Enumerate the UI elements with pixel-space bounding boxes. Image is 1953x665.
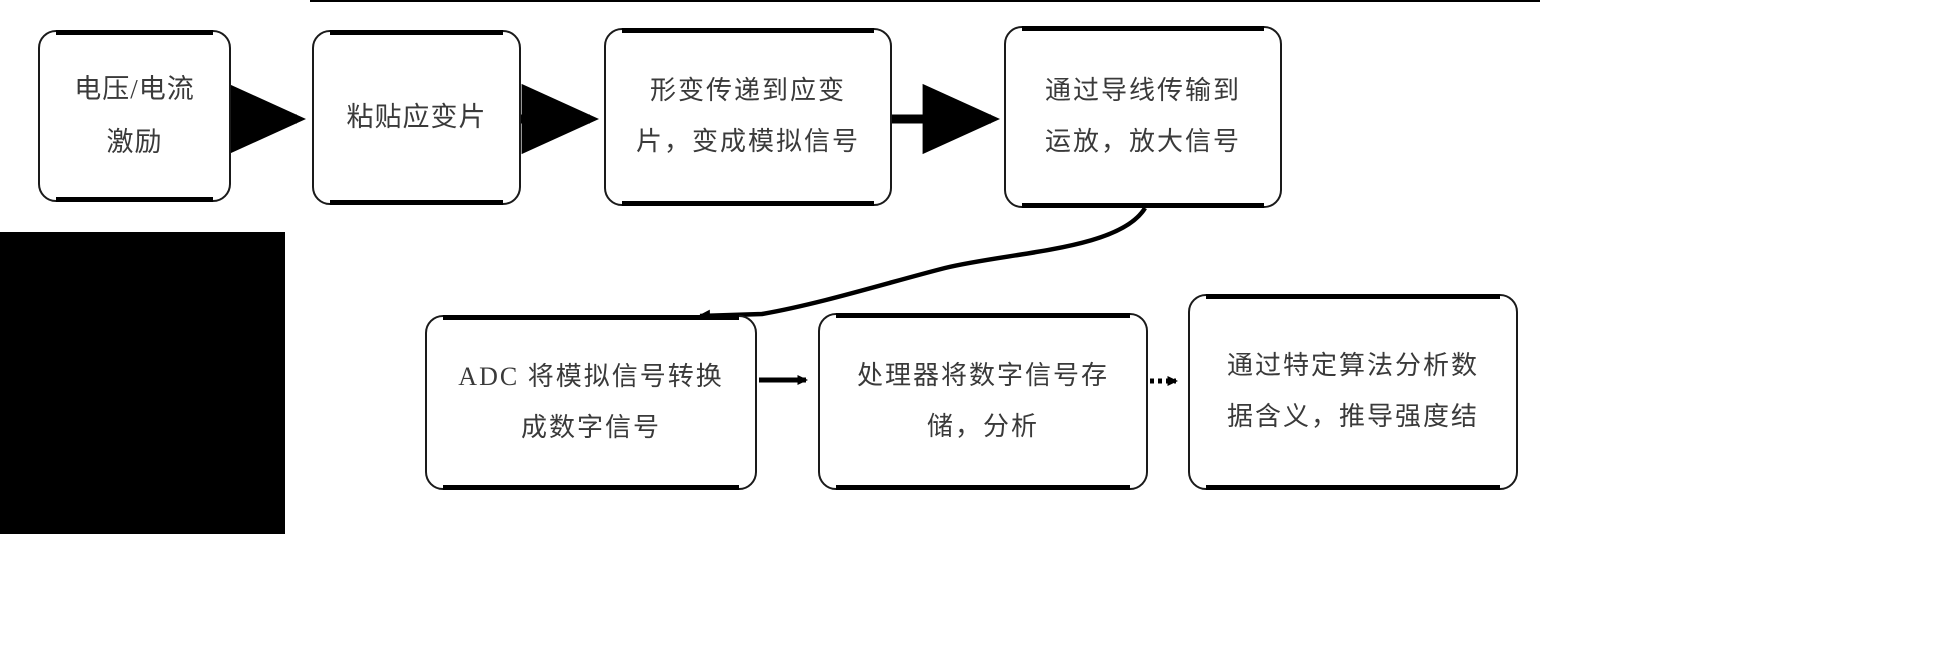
edge-wire-to-adc-curved (697, 206, 1147, 322)
node-top-edge (1206, 294, 1500, 299)
node-deform-to-analog[interactable]: 形变传递到应变 片，变成模拟信号 (604, 28, 892, 206)
node-bottom-edge (1206, 485, 1500, 490)
node-top-edge (330, 30, 503, 35)
node-adc-convert[interactable]: ADC 将模拟信号转换 成数字信号 (425, 315, 757, 490)
black-occluder-block (0, 232, 285, 534)
node-top-edge (622, 28, 874, 33)
node-algorithm-analyze[interactable]: 通过特定算法分析数 据含义，推导强度结 (1188, 294, 1518, 490)
node-processor-store[interactable]: 处理器将数字信号存 储，分析 (818, 313, 1148, 490)
node-deform-line-2: 片，变成模拟信号 (635, 127, 860, 156)
node-processor-line-1: 处理器将数字信号存 (856, 360, 1109, 390)
node-top-edge (56, 30, 213, 35)
node-top-edge (836, 313, 1130, 318)
top-divider-rule (310, 0, 1540, 2)
node-algorithm-line-1: 通过特定算法分析数 (1226, 351, 1479, 381)
node-excitation-line-1: 电压/电流 (74, 74, 195, 105)
node-adc-line-2: 成数字信号 (520, 412, 661, 442)
node-adc-line-1: ADC 将模拟信号转换 (458, 361, 724, 391)
node-bottom-edge (443, 485, 739, 490)
node-attach-gauge-line-1: 粘贴应变片 (346, 102, 487, 133)
node-processor-line-2: 储，分析 (926, 411, 1039, 441)
node-bottom-edge (1022, 203, 1264, 208)
node-excitation-line-2: 激励 (106, 127, 163, 157)
node-top-edge (443, 315, 739, 320)
node-wire-line-2: 运放，放大信号 (1044, 127, 1241, 156)
node-algorithm-line-2: 据含义，推导强度结 (1226, 402, 1479, 431)
node-excitation[interactable]: 电压/电流 激励 (38, 30, 231, 202)
node-top-edge (1022, 26, 1264, 31)
node-bottom-edge (330, 200, 503, 205)
node-deform-line-1: 形变传递到应变 (649, 76, 846, 106)
node-attach-gauge[interactable]: 粘贴应变片 (312, 30, 521, 205)
node-wire-line-1: 通过导线传输到 (1044, 76, 1241, 106)
node-bottom-edge (836, 485, 1130, 490)
node-bottom-edge (56, 197, 213, 202)
node-wire-to-opamp[interactable]: 通过导线传输到 运放，放大信号 (1004, 26, 1282, 208)
node-bottom-edge (622, 201, 874, 206)
